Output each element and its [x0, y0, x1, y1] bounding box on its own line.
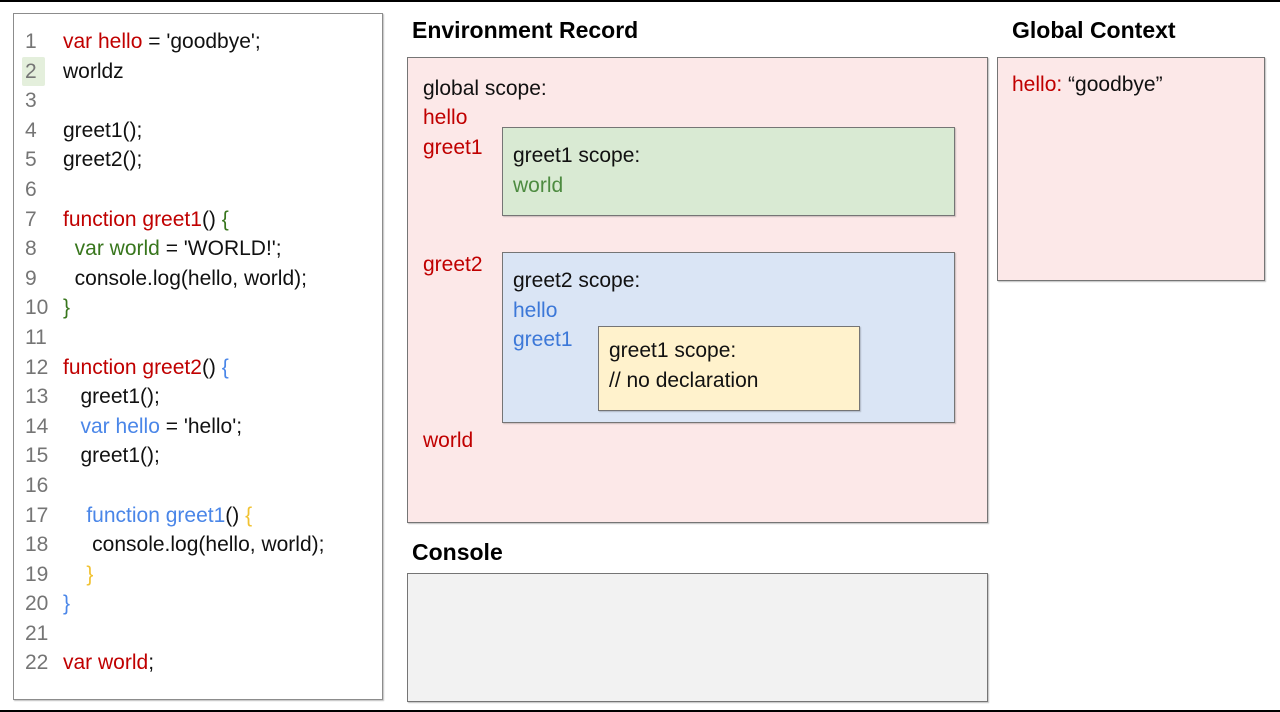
code-text: worldz — [63, 59, 124, 83]
code-line: 4 greet1(); — [22, 116, 382, 146]
greet2-scope-var-hello: hello — [513, 298, 558, 322]
global-context-box: hello: “goodbye” — [997, 57, 1265, 281]
line-number: 11 — [25, 325, 47, 349]
code-line: 8 var world = 'WORLD!'; — [22, 234, 382, 264]
line-number: 5 — [25, 148, 37, 172]
greet1-scope-title: greet1 scope: — [513, 144, 641, 167]
line-number: 6 — [25, 177, 37, 201]
code-line: 13 greet1(); — [22, 382, 382, 412]
line-number: 8 — [25, 237, 37, 261]
greet2-scope-var-greet1: greet1 — [513, 328, 573, 352]
global-var-greet2: greet2 — [423, 253, 483, 276]
code-line: 6 — [22, 175, 382, 205]
global-var-hello: hello — [423, 106, 468, 129]
console-title: Console — [412, 539, 503, 565]
code-text: greet1(); — [63, 385, 160, 409]
greet2-scope-box: greet2 scope: hello greet1 greet1 scope:… — [502, 252, 955, 423]
code-text: } — [63, 562, 94, 586]
line-number: 13 — [25, 385, 49, 409]
code-line: 9 console.log(hello, world); — [22, 264, 382, 294]
line-number: 16 — [25, 473, 49, 497]
global-context-value: “goodbye” — [1068, 73, 1163, 96]
code-line: 15 greet1(); — [22, 441, 382, 471]
greet2-scope-title: greet2 scope: — [513, 269, 641, 292]
slide-bottom-edge — [0, 710, 1280, 712]
line-number: 20 — [25, 592, 49, 616]
line-number: 1 — [25, 30, 37, 53]
code-line: 16 — [22, 471, 382, 501]
code-line: 3 — [22, 86, 382, 116]
code-line: 17 function greet1() { — [22, 501, 382, 531]
line-number: 3 — [25, 89, 37, 113]
global-context-key: hello: — [1012, 73, 1063, 96]
line-number: 19 — [25, 562, 49, 586]
code-line: 22 var world; — [22, 648, 382, 678]
active-line-highlight: 2 — [22, 56, 45, 87]
global-var-greet1: greet1 — [423, 136, 483, 159]
line-number: 15 — [25, 444, 49, 468]
greet1-scope-box: greet1 scope: world — [502, 127, 955, 216]
code-text: function greet1() { — [63, 503, 253, 527]
line-number: 10 — [25, 296, 49, 320]
nested-greet1-scope-title: greet1 scope: — [609, 339, 737, 362]
line-number: 7 — [25, 207, 37, 231]
global-context-title: Global Context — [1012, 17, 1176, 43]
code-line: 10} — [22, 293, 382, 323]
code-text: var world = 'WORLD!'; — [63, 237, 282, 261]
code-editor: 1 var hello = 'goodbye'; 2 worldz 3 4 greet1()… — [13, 13, 383, 700]
code-text: console.log(hello, world); — [63, 266, 307, 290]
line-number: 4 — [25, 118, 37, 142]
code-line: 21 — [22, 619, 382, 649]
code-text: var hello = 'goodbye'; — [63, 30, 261, 53]
line-number: 12 — [25, 355, 49, 379]
slide-top-edge — [0, 0, 1280, 2]
code-text: console.log(hello, world); — [63, 533, 325, 557]
line-number: 21 — [25, 621, 49, 645]
code-text: var world; — [63, 651, 155, 675]
code-text: } — [63, 296, 71, 320]
code-text: var hello = 'hello'; — [63, 414, 243, 438]
code-text: function greet1() { — [63, 207, 229, 231]
no-declaration-comment: // no declaration — [609, 368, 759, 392]
code-line: 19 } — [22, 560, 382, 590]
line-number: 17 — [25, 503, 49, 527]
line-number: 2 — [22, 56, 63, 87]
global-scope-label: global scope: — [423, 77, 547, 100]
code-line: 2 worldz — [22, 56, 382, 87]
code-text: function greet2() { — [63, 355, 229, 379]
code-line: 12 function greet2() { — [22, 353, 382, 383]
code-line: 1 var hello = 'goodbye'; — [22, 27, 382, 57]
code-line: 7 function greet1() { — [22, 205, 382, 235]
greet1-scope-var-world: world — [513, 173, 564, 197]
code-text: greet1(); — [63, 444, 160, 468]
code-line: 5 greet2(); — [22, 145, 382, 175]
console-output-box — [407, 573, 988, 702]
environment-record-box: global scope: hello greet1 greet2 world … — [407, 57, 988, 523]
line-number: 9 — [25, 266, 37, 290]
line-number: 18 — [25, 533, 49, 557]
code-text: greet2(); — [63, 148, 143, 172]
code-line: 20} — [22, 589, 382, 619]
code-text: } — [63, 592, 71, 616]
code-line: 14 var hello = 'hello'; — [22, 412, 382, 442]
code-line: 18 console.log(hello, world); — [22, 530, 382, 560]
code-line: 11 — [22, 323, 382, 353]
global-var-world: world — [423, 429, 474, 452]
code-text: greet1(); — [63, 118, 143, 142]
environment-record-title: Environment Record — [412, 17, 639, 43]
line-number: 14 — [25, 414, 49, 438]
nested-greet1-scope-box: greet1 scope: // no declaration — [598, 326, 860, 411]
line-number: 22 — [25, 651, 49, 675]
